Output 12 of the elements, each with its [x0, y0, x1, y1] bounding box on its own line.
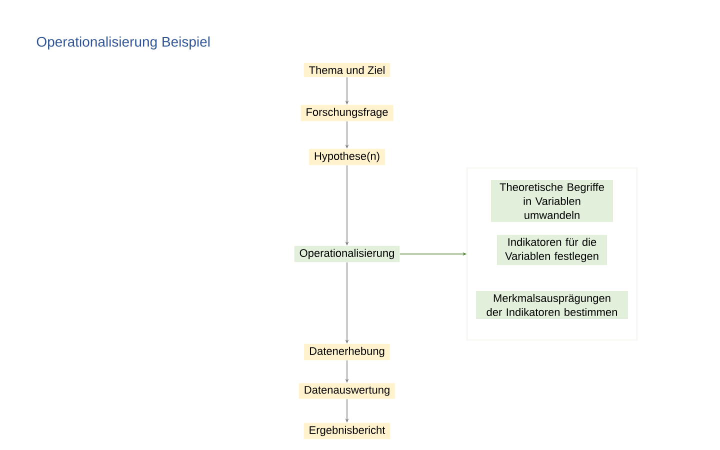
- title: Operationalisierung Beispiel: [36, 36, 210, 50]
- process-box: Ergebnisbericht: [304, 422, 390, 440]
- step-box: Merkmalsausprägungen der Indikatoren bestimmen: [476, 290, 628, 320]
- process-box: Operationalisierung: [294, 246, 400, 262]
- step-box: Theoretische Begriffe in Variablen umwandeln: [491, 180, 613, 222]
- process-box: Datenauswertung: [298, 383, 396, 399]
- process-box: Hypothese(n): [308, 148, 386, 166]
- container-box: [466, 168, 638, 340]
- step-box: Indikatoren für die Variablen festlegen: [497, 234, 607, 266]
- process-box: Forschungsfrage: [300, 104, 394, 122]
- process-box: Thema und Ziel: [304, 62, 390, 78]
- process-box: Datenerhebung: [304, 344, 390, 360]
